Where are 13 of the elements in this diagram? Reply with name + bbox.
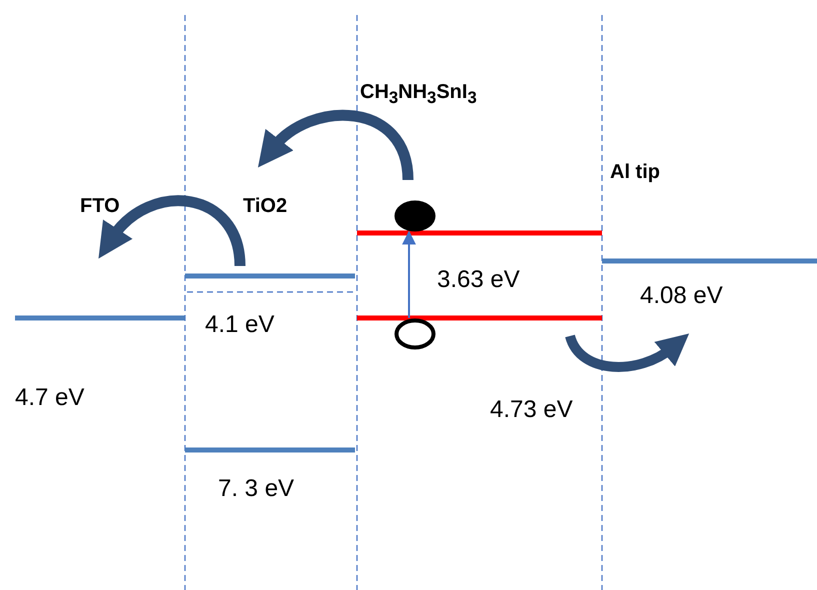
energy-value: 4.1 eV: [205, 313, 274, 337]
energy-value: 4.73 eV: [490, 398, 573, 422]
energy-value: 4.7 eV: [15, 386, 84, 410]
layer-label: CH$_{3}$NH$_{3}$SnI$_{3}$: [360, 82, 477, 107]
arrow: [402, 230, 416, 318]
energy-value: 4.08 eV: [640, 284, 723, 308]
energy-value: 3.63 eV: [437, 268, 520, 292]
charge-dot: [394, 200, 436, 232]
layer-label: Al tip: [610, 162, 660, 182]
energy-value: 7. 3 eV: [218, 477, 294, 501]
charge-dot: [394, 318, 436, 350]
layer-label: TiO2: [243, 196, 288, 216]
layer-label: FTO: [80, 196, 120, 216]
